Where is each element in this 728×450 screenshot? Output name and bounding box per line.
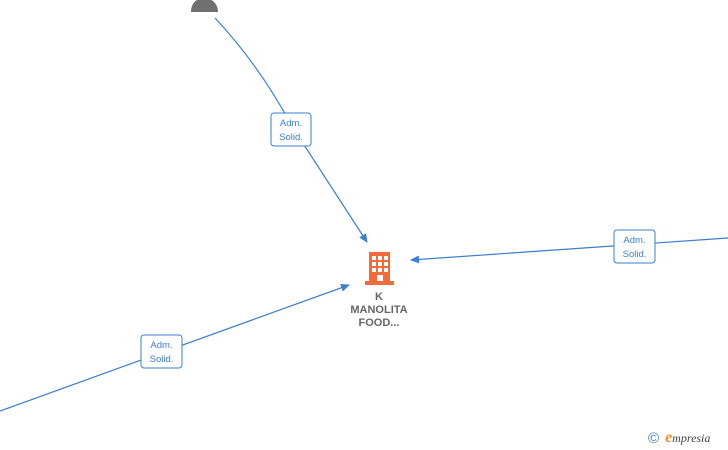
building-icon <box>365 252 394 285</box>
person-icon <box>191 0 218 12</box>
company-name-line: K <box>375 291 383 303</box>
edge-label-line: Adm. <box>623 235 645 246</box>
edge-top[interactable]: Adm. Solid. <box>214 17 368 243</box>
edge-label[interactable]: Adm. Solid. <box>270 112 312 147</box>
edge-label-line: Adm. <box>280 118 302 129</box>
copyright-icon: © <box>648 429 660 447</box>
edge-label-line: Solid. <box>279 132 303 143</box>
brand-name: mpresia <box>672 431 711 445</box>
edge-label-line: Solid. <box>623 249 647 260</box>
edge-label[interactable]: Adm. Solid. <box>613 229 656 264</box>
edge-label-line: Solid. <box>150 354 174 365</box>
person-node[interactable] <box>191 0 218 12</box>
edge-right[interactable]: Adm. Solid. <box>410 229 728 264</box>
brand-initial: e <box>665 429 673 446</box>
footer-brand: © empresia <box>648 428 710 448</box>
company-name[interactable]: K MANOLITA FOOD... <box>329 291 429 330</box>
brand-logo[interactable]: empresia <box>665 429 710 447</box>
company-node[interactable] <box>365 252 394 285</box>
company-name-line: MANOLITA <box>350 304 408 316</box>
edge-bottom-left[interactable]: Adm. Solid. <box>0 283 350 412</box>
edge-label[interactable]: Adm. Solid. <box>140 334 183 369</box>
edge-label-line: Adm. <box>150 340 172 351</box>
edge-line <box>410 237 728 264</box>
company-name-line: FOOD... <box>358 317 400 329</box>
